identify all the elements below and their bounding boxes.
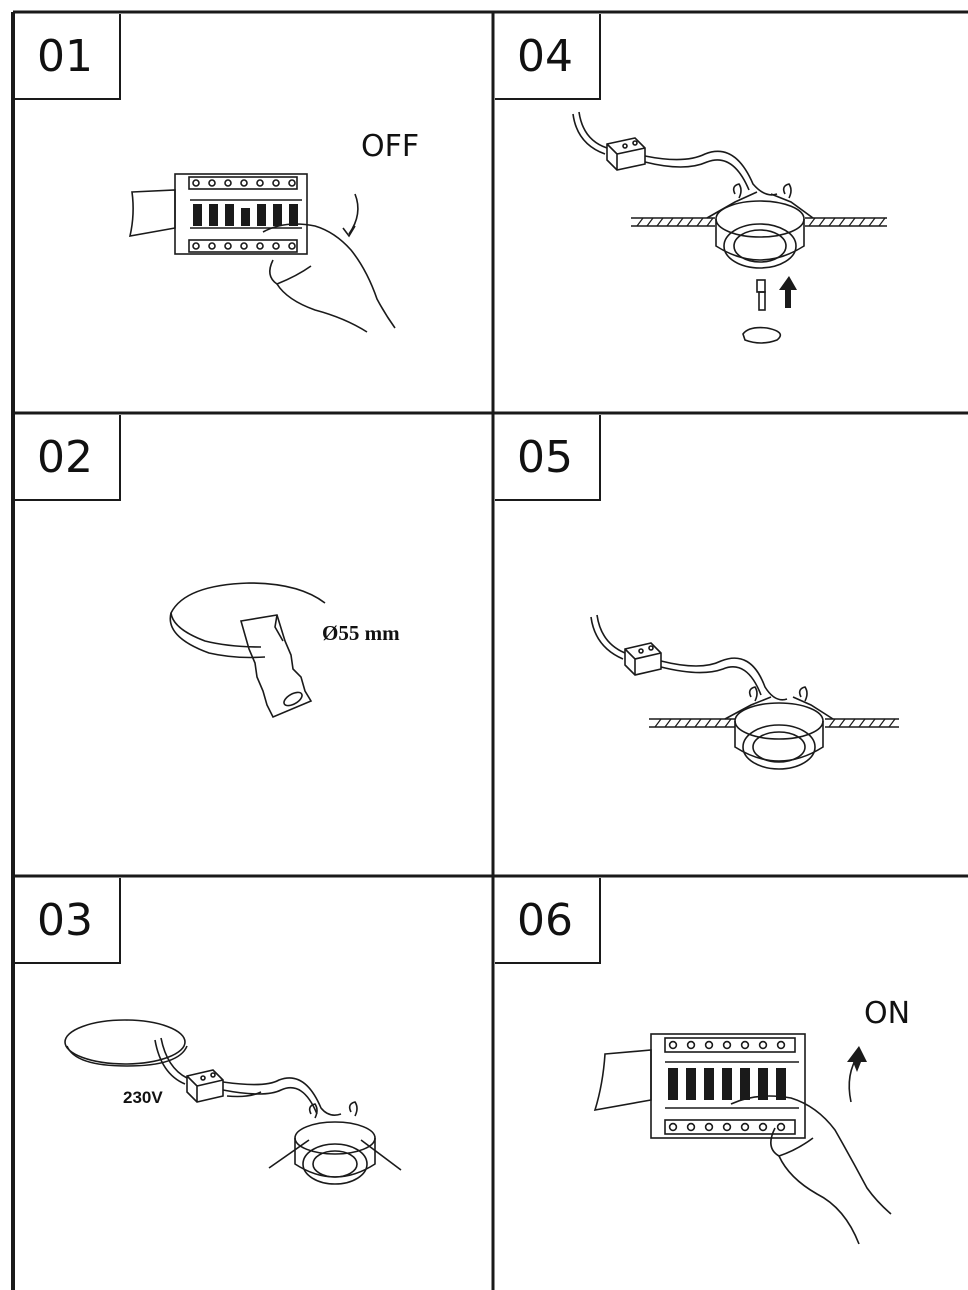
step-06-label: ON — [864, 996, 911, 1031]
step-06-number: 06 — [495, 878, 601, 964]
step-02-number: 02 — [15, 415, 121, 501]
mounted-fixture-icon — [590, 614, 899, 770]
step-05-number: 05 — [495, 415, 601, 501]
step-04-panel: 04 — [495, 14, 968, 412]
breaker-switch-off-icon — [128, 173, 396, 333]
step-04-number: 04 — [495, 14, 601, 100]
step-01-panel: 01 OFF — [15, 14, 492, 412]
breaker-switch-on-icon — [593, 1033, 892, 1245]
step-01-number: 01 — [15, 14, 121, 100]
step-01-label: OFF — [361, 129, 420, 164]
step-03-number: 03 — [15, 878, 121, 964]
step-06-panel: 06 ON — [495, 878, 968, 1290]
step-03-label: 230V — [123, 1088, 163, 1107]
step-02-panel: 02 Ø55 mm — [15, 415, 492, 875]
saw-cut-hole-icon — [169, 582, 326, 719]
wiring-connection-icon — [64, 1019, 402, 1185]
step-05-panel: 05 — [495, 415, 968, 875]
step-03-panel: 03 230V — [15, 878, 492, 1290]
step-02-label: Ø55 mm — [322, 621, 400, 645]
insert-bulb-icon — [572, 111, 887, 344]
